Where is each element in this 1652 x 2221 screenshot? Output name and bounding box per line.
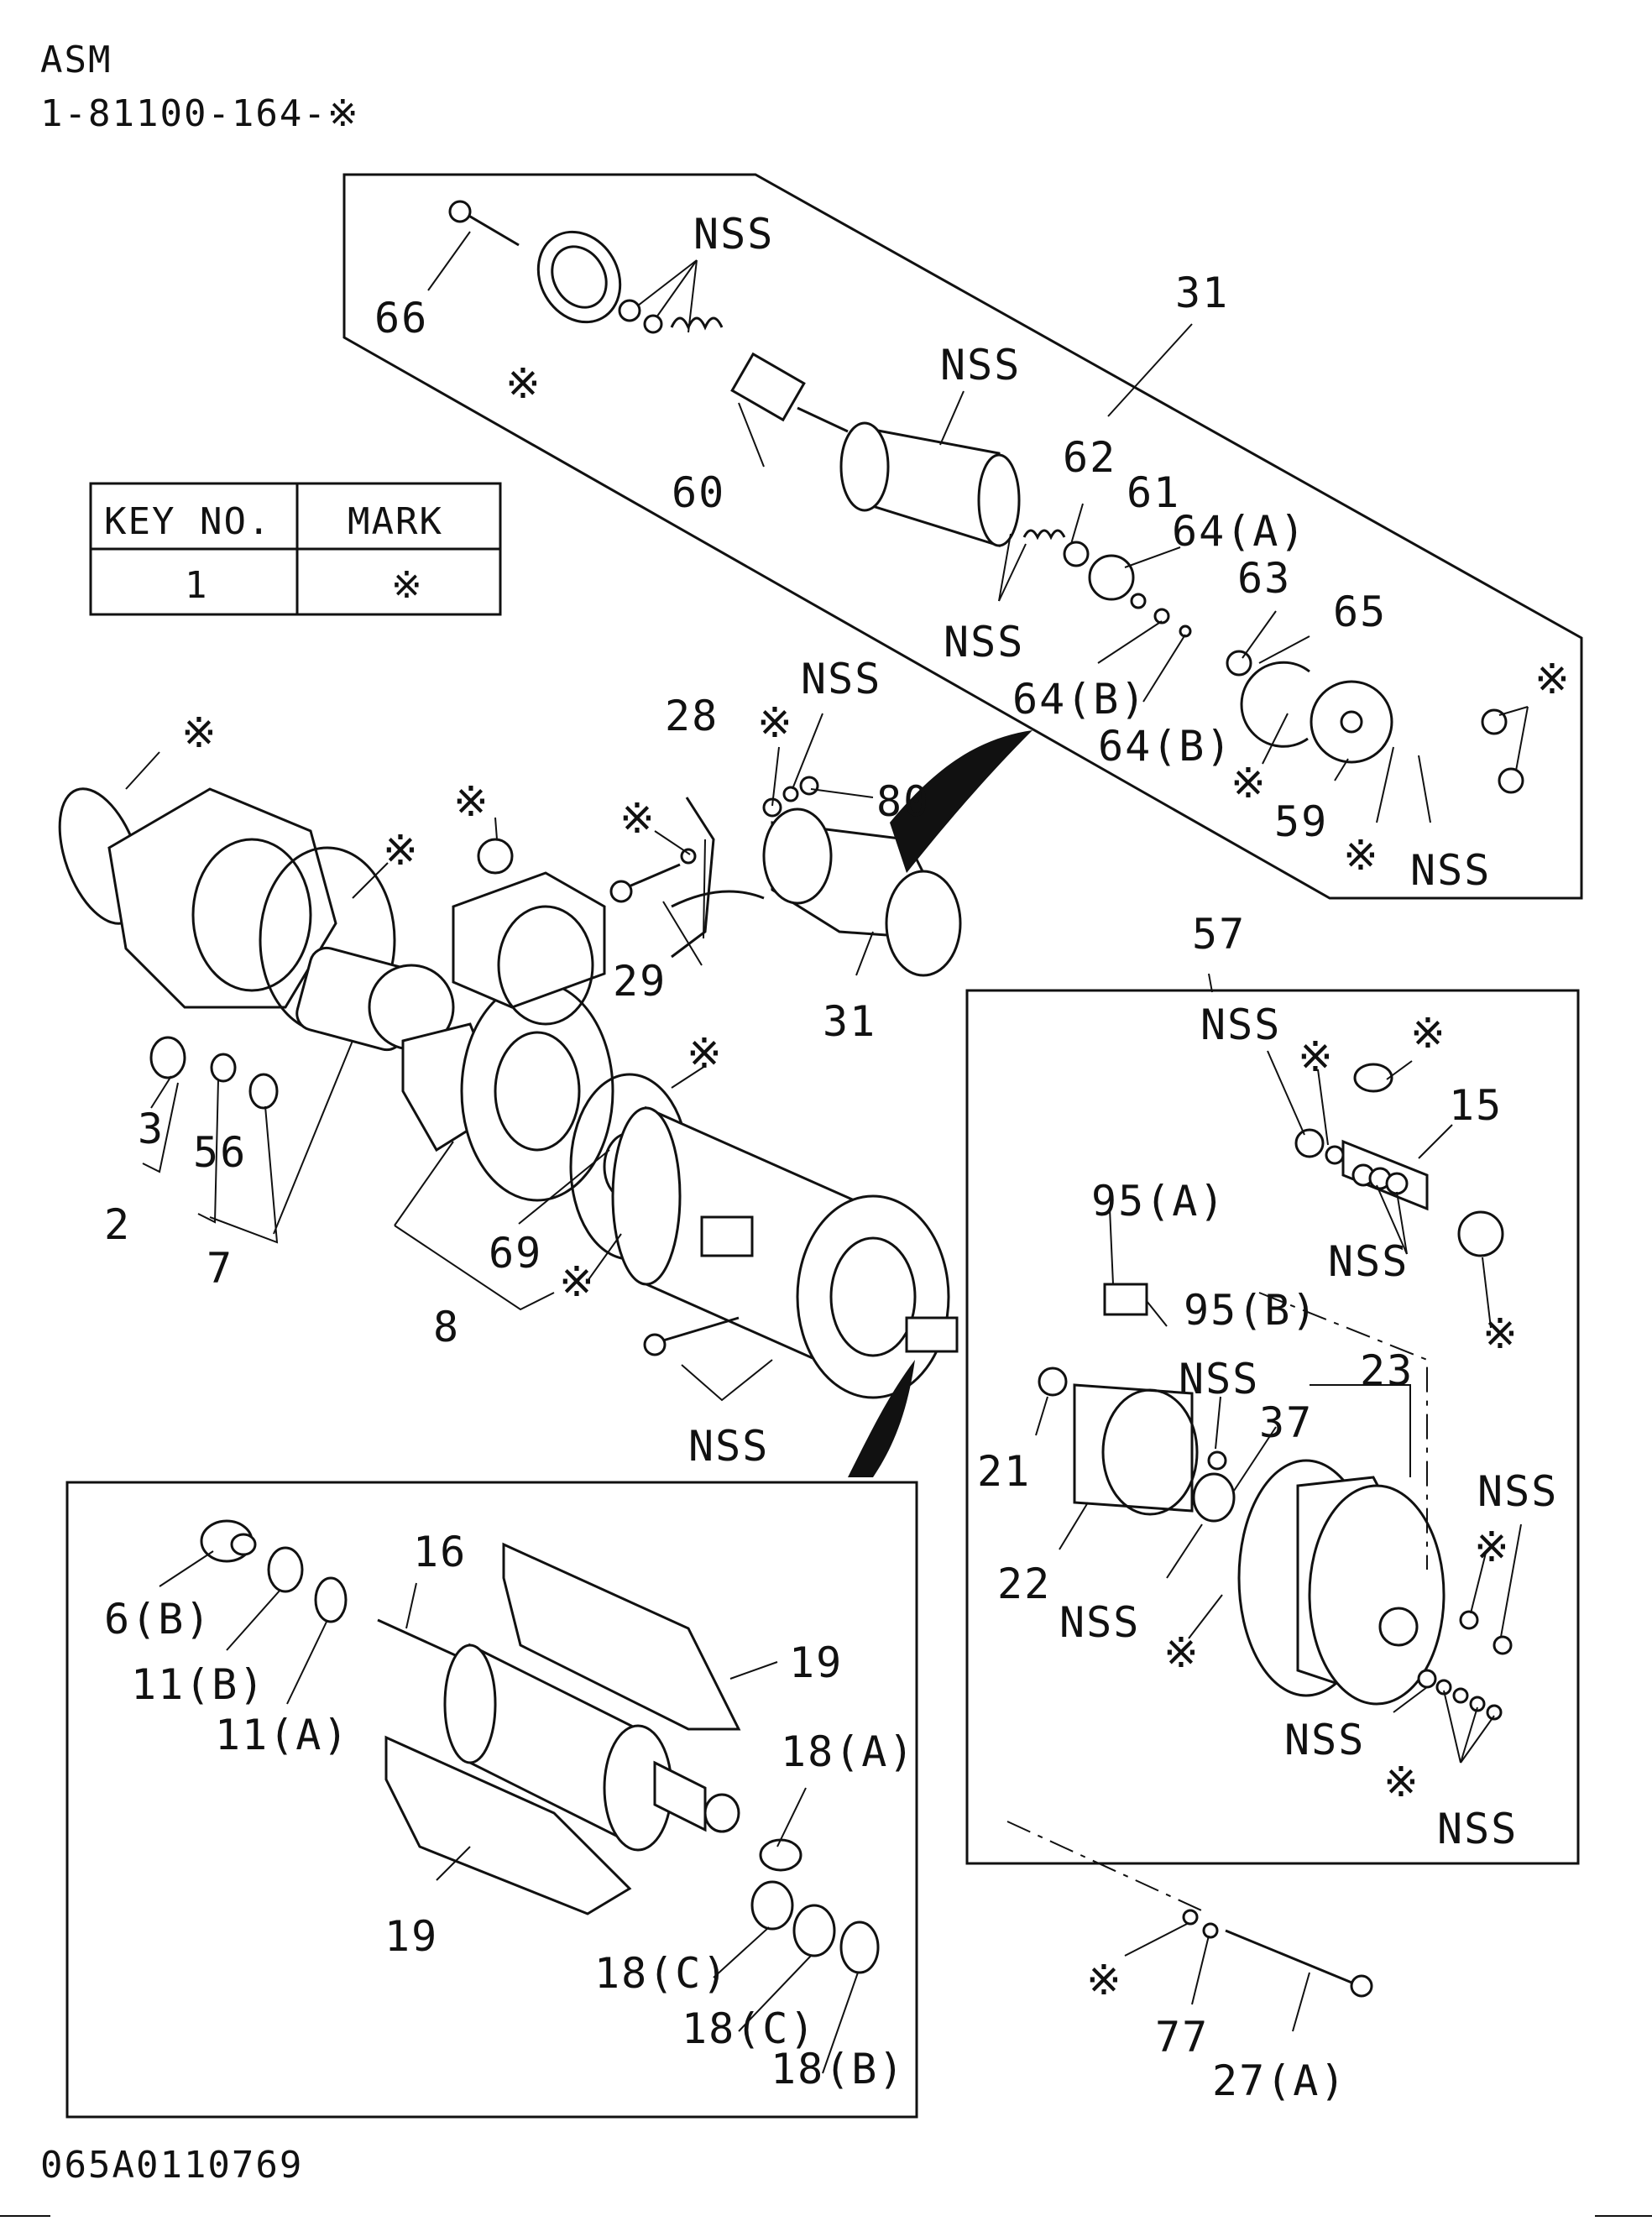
star-mark: ※ (687, 1029, 724, 1078)
star-mark: ※ (383, 826, 420, 875)
callout-23: 23 (1360, 1346, 1414, 1395)
key-table: KEY NO. MARK 1 ※ (89, 482, 502, 616)
callout-60: 60 (672, 468, 725, 517)
star-mark: ※ (1534, 655, 1571, 703)
star-mark: ※ (757, 698, 794, 747)
callout-63: 63 (1237, 554, 1291, 603)
drawing-id: 065A0110769 (40, 2144, 303, 2187)
callout-56: 56 (193, 1128, 247, 1177)
key-table-header-key: KEY NO. (104, 500, 271, 543)
callout-8: 8 (433, 1303, 460, 1351)
nss-label: NSS (1284, 1716, 1365, 1764)
key-table-mark-value: ※ (391, 564, 424, 607)
star-mark: ※ (620, 794, 656, 843)
callout-80: 80 (876, 777, 930, 826)
key-table-key-value: 1 (185, 564, 209, 607)
callout-3: 3 (138, 1105, 165, 1153)
callout-11a: 11(A) (215, 1711, 350, 1759)
star-mark: ※ (559, 1257, 596, 1306)
nss-label: NSS (1200, 1001, 1281, 1049)
solenoid-detail-panel (342, 173, 1583, 900)
callout-18a: 18(A) (781, 1727, 916, 1776)
star-marks: ※ ※ ※ ※ ※ ※ ※ ※ ※ ※ ※ ※ ※ ※ ※ ※ ※ ※ (181, 359, 1571, 2004)
star-mark: ※ (1086, 1956, 1123, 2004)
nss-label: NSS (1328, 1237, 1409, 1286)
nss-label: NSS (1477, 1467, 1558, 1516)
callout-18c-lower: 18(C) (682, 2004, 817, 2053)
nss-label: NSS (1437, 1805, 1518, 1853)
nss-label: NSS (944, 618, 1024, 666)
assembly-part-number: 1-81100-164-※ (40, 92, 360, 135)
star-mark: ※ (1298, 1032, 1335, 1081)
nss-label: NSS (693, 210, 774, 259)
rear-cover-detail-panel (965, 973, 1580, 2032)
callout-64a: 64(A) (1172, 507, 1307, 556)
callout-31-solenoid: 31 (823, 997, 876, 1046)
main-assembly (58, 713, 1032, 1477)
callout-69: 69 (489, 1229, 542, 1278)
callout-95b: 95(B) (1184, 1286, 1319, 1335)
star-mark: ※ (1231, 759, 1268, 807)
callout-19-upper: 19 (789, 1638, 843, 1687)
callout-65: 65 (1333, 588, 1387, 636)
callout-28: 28 (665, 692, 719, 740)
nss-label: NSS (801, 655, 881, 703)
callout-6b: 6(B) (104, 1595, 212, 1644)
callout-66: 66 (374, 294, 428, 342)
key-table-header-mark: MARK (348, 500, 443, 543)
star-mark: ※ (1482, 1309, 1519, 1358)
callout-15: 15 (1449, 1081, 1503, 1130)
nss-label: NSS (940, 341, 1021, 389)
callout-95a: 95(A) (1091, 1177, 1226, 1225)
armature-detail-panel (65, 1481, 918, 2119)
callout-61: 61 (1127, 468, 1180, 517)
callout-21: 21 (977, 1447, 1031, 1496)
callout-57: 57 (1192, 910, 1246, 959)
star-mark: ※ (1343, 831, 1380, 880)
callout-59: 59 (1274, 797, 1328, 846)
star-mark: ※ (1474, 1523, 1511, 1571)
callout-labels: 66 60 31 62 61 64(A) 64(B) 64(B) 63 65 5… (104, 269, 1503, 2105)
nss-label: NSS (1059, 1598, 1140, 1647)
star-mark: ※ (181, 708, 218, 757)
nss-label: NSS (1410, 846, 1491, 895)
star-mark: ※ (1383, 1758, 1420, 1806)
assembly-title: ASM (40, 39, 112, 81)
callout-64b-lower: 64(B) (1098, 722, 1233, 771)
star-mark: ※ (505, 359, 542, 408)
callout-64b-upper: 64(B) (1012, 675, 1148, 724)
callout-22: 22 (997, 1560, 1051, 1608)
callout-18b: 18(B) (771, 2045, 906, 2093)
star-mark: ※ (1410, 1009, 1447, 1058)
star-mark: ※ (1163, 1628, 1200, 1677)
nss-label: NSS (1179, 1355, 1259, 1403)
callout-31-solenoid-kit: 31 (1175, 269, 1229, 317)
nss-labels: NSS NSS NSS NSS NSS NSS NSS NSS NSS NSS … (688, 210, 1558, 1853)
callout-27a: 27(A) (1212, 2056, 1347, 2105)
callout-37: 37 (1259, 1398, 1313, 1447)
callout-11b: 11(B) (131, 1660, 266, 1709)
callout-29: 29 (613, 957, 667, 1006)
star-mark: ※ (453, 777, 490, 826)
nss-label: NSS (688, 1422, 769, 1471)
callout-16: 16 (413, 1528, 467, 1576)
callout-18c-upper: 18(C) (594, 1949, 729, 1998)
callout-19-lower: 19 (384, 1912, 438, 1961)
callout-2: 2 (104, 1200, 131, 1249)
callout-77: 77 (1155, 2013, 1209, 2062)
callout-7: 7 (206, 1244, 233, 1293)
callout-62: 62 (1063, 433, 1116, 482)
